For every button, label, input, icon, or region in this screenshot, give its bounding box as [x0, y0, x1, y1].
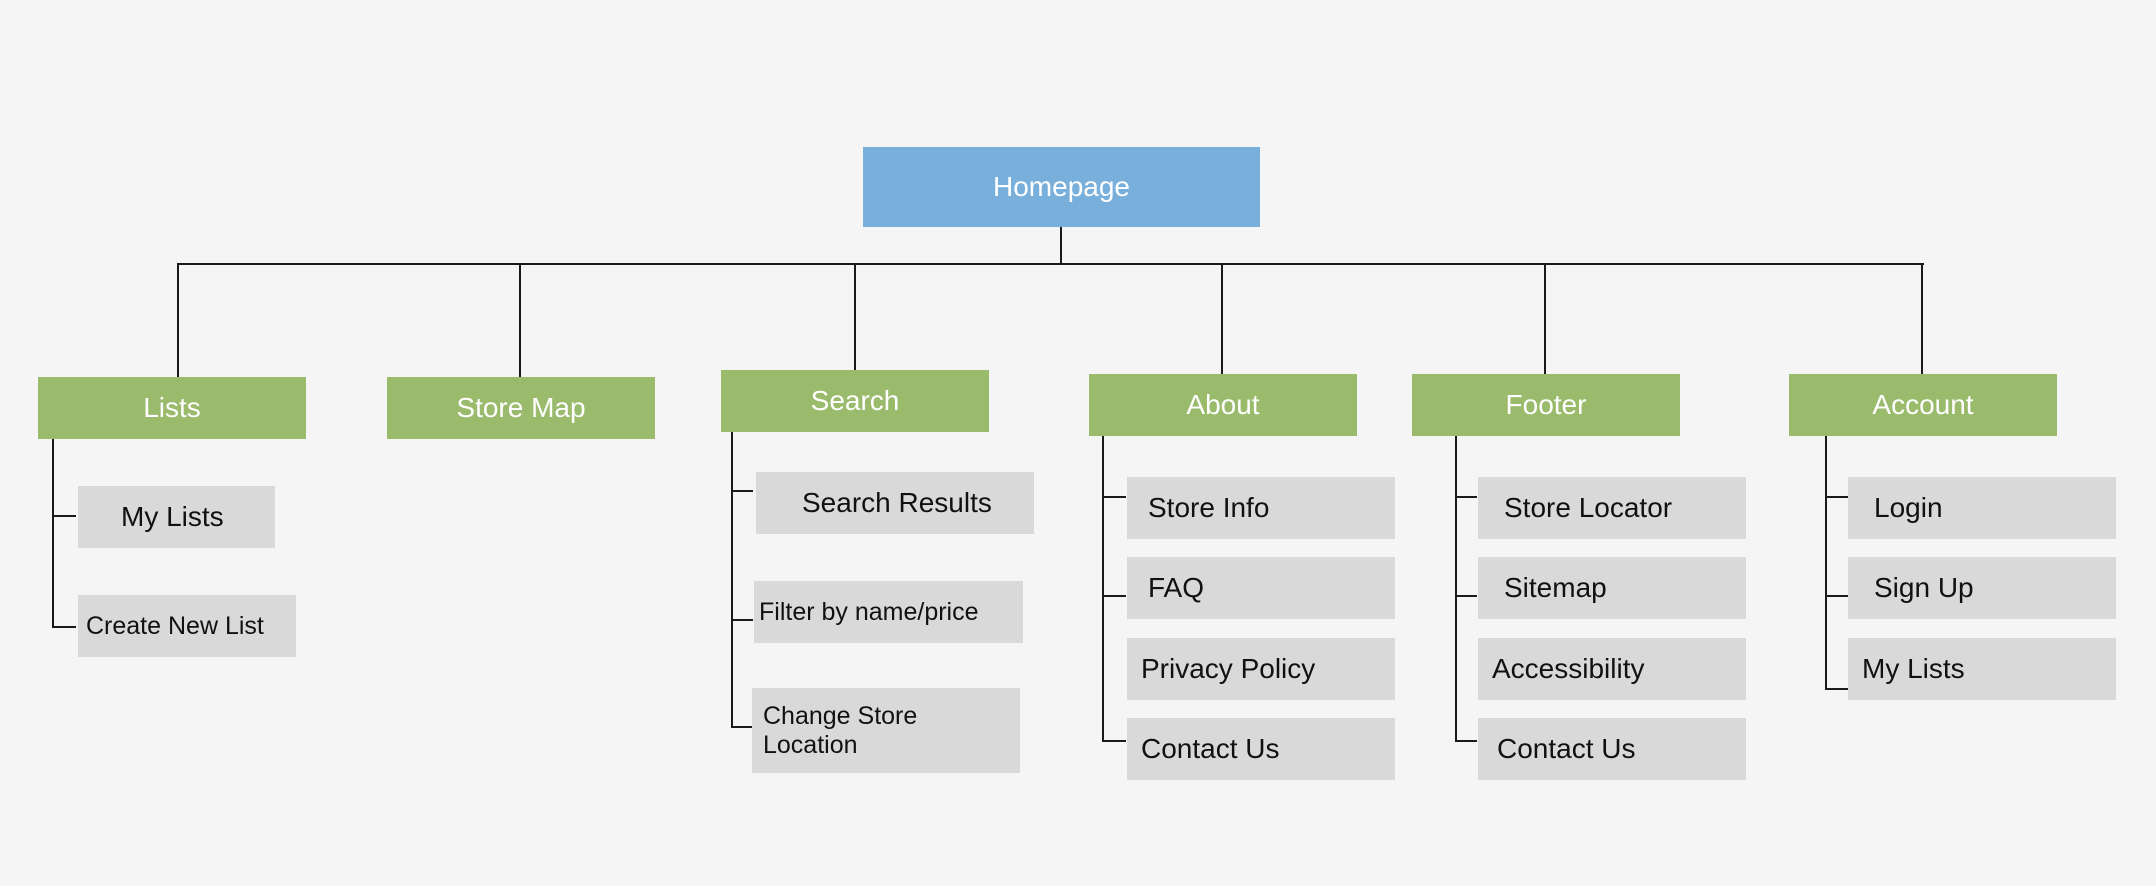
page-search-results: Search Results	[756, 472, 1034, 534]
connector	[177, 263, 179, 377]
connector	[52, 515, 76, 517]
connector	[52, 626, 76, 628]
section-store-map: Store Map	[387, 377, 655, 439]
page-my-lists: My Lists	[78, 486, 275, 548]
connector	[1825, 496, 1849, 498]
connector	[1544, 263, 1546, 375]
section-account: Account	[1789, 374, 2057, 436]
section-footer: Footer	[1412, 374, 1680, 436]
page-login: Login	[1848, 477, 2116, 539]
page-my-lists: My Lists	[1848, 638, 2116, 700]
connector	[1102, 595, 1126, 597]
section-search: Search	[721, 370, 989, 432]
connector	[731, 619, 753, 621]
connector	[1221, 263, 1223, 375]
page-store-info: Store Info	[1127, 477, 1395, 539]
page-change-store-location: Change Store Location	[752, 688, 1020, 773]
page-store-locator: Store Locator	[1478, 477, 1746, 539]
homepage-node: Homepage	[863, 147, 1260, 227]
connector	[519, 263, 521, 377]
connector	[1455, 496, 1477, 498]
connector	[1455, 740, 1477, 742]
page-accessibility: Accessibility	[1478, 638, 1746, 700]
connector	[1921, 263, 1923, 375]
page-create-new-list: Create New List	[78, 595, 296, 657]
page-contact-us: Contact Us	[1127, 718, 1395, 780]
connector	[1455, 595, 1477, 597]
connector	[854, 263, 856, 371]
connector	[1102, 496, 1126, 498]
connector	[1825, 436, 1827, 690]
connector	[1060, 227, 1062, 265]
page-faq: FAQ	[1127, 557, 1395, 619]
connector	[177, 263, 1924, 265]
connector	[52, 438, 54, 628]
connector	[1825, 688, 1849, 690]
page-sitemap: Sitemap	[1478, 557, 1746, 619]
section-about: About	[1089, 374, 1357, 436]
page-privacy-policy: Privacy Policy	[1127, 638, 1395, 700]
connector	[1825, 595, 1849, 597]
connector	[1102, 740, 1126, 742]
page-contact-us: Contact Us	[1478, 718, 1746, 780]
connector	[1455, 436, 1457, 742]
connector	[731, 490, 753, 492]
page-filter-by-name-price: Filter by name/price	[754, 581, 1023, 643]
page-sign-up: Sign Up	[1848, 557, 2116, 619]
connector	[731, 726, 753, 728]
section-lists: Lists	[38, 377, 306, 439]
connector	[1102, 436, 1104, 742]
connector	[731, 432, 733, 728]
